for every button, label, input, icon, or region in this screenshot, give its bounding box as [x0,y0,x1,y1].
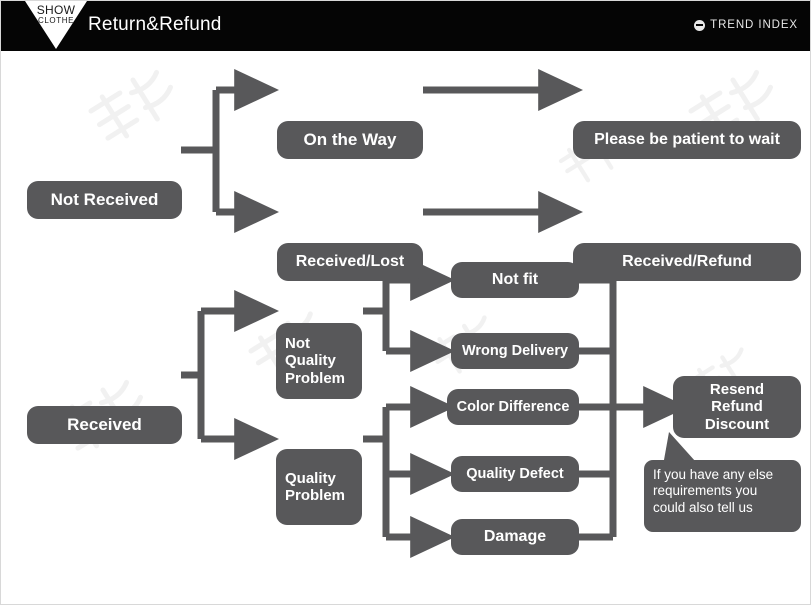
node-not-quality-problem[interactable]: Not Quality Problem [276,323,362,399]
brand-badge: TREND INDEX [694,19,798,31]
extra-requirements-note[interactable]: If you have any else requirements you co… [644,460,801,532]
node-label: Quality Defect [466,465,564,482]
node-quality-defect[interactable]: Quality Defect [451,456,579,492]
node-not-received[interactable]: Not Received [27,181,182,219]
node-label: Color Difference [456,398,570,415]
node-label: Received/Refund [622,252,752,270]
node-label: Please be patient to wait [594,130,780,148]
page-header: SHOW CLOTHE Return&Refund TREND INDEX [1,1,810,51]
note-line-3: could also tell us [653,499,753,515]
node-damage[interactable]: Damage [451,519,579,555]
node-received-lost[interactable]: Received/Lost [277,243,423,281]
node-received-refund[interactable]: Received/Refund [573,243,801,281]
node-label: Not Received [50,190,159,210]
globe-icon [694,19,706,31]
node-label: Resend Refund Discount [704,380,770,433]
node-label: Wrong Delivery [461,342,569,359]
node-please-be-patient-to-wait[interactable]: Please be patient to wait [573,121,801,159]
node-label: Quality Problem [285,469,346,504]
node-quality-problem[interactable]: Quality Problem [276,449,362,525]
node-received[interactable]: Received [27,406,182,444]
node-color-difference[interactable]: Color Difference [447,389,579,425]
note-line-2: requirements you [653,483,758,499]
brand-logo: SHOW CLOTHE [25,1,87,51]
diagram-canvas: Not Received On the Way Please be patien… [1,51,810,604]
node-label: Damage [483,527,547,545]
node-label: Received/Lost [295,252,405,270]
node-not-fit[interactable]: Not fit [451,262,579,298]
node-label: Not fit [491,270,539,288]
note-line-1: If you have any else [653,467,774,482]
page-title: Return&Refund [88,14,222,35]
node-wrong-delivery[interactable]: Wrong Delivery [451,333,579,369]
node-resend-refund-discount[interactable]: Resend Refund Discount [673,376,801,438]
node-label: On the Way [303,130,397,150]
node-label: Not Quality Problem [285,334,346,387]
brand-label: TREND INDEX [710,19,798,31]
logo-triangle-icon [25,1,87,49]
node-label: Received [67,415,142,435]
node-on-the-way[interactable]: On the Way [277,121,423,159]
